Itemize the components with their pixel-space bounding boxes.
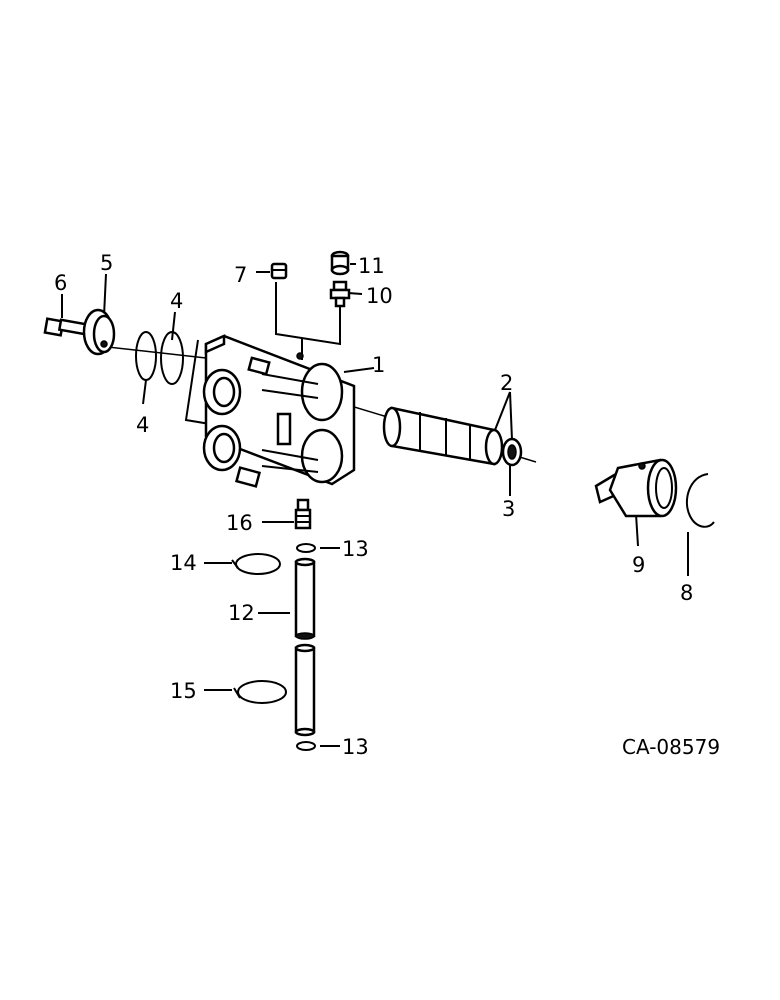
seal-ring-4a bbox=[135, 331, 157, 381]
leader-10 bbox=[347, 292, 363, 295]
leader-5 bbox=[103, 273, 107, 317]
detent-housing-9 bbox=[594, 458, 678, 518]
callout-4-upper: 4 bbox=[170, 289, 183, 313]
fitting-16 bbox=[294, 498, 312, 530]
end-cap-5 bbox=[82, 308, 116, 356]
leader-7-10-bracket bbox=[275, 282, 341, 346]
plug-7 bbox=[270, 262, 288, 280]
o-ring-13-lower bbox=[296, 741, 316, 751]
callout-2: 2 bbox=[500, 371, 513, 395]
leader-4-lower bbox=[142, 379, 147, 405]
spool-2 bbox=[382, 406, 504, 466]
tube-12-lower bbox=[294, 643, 316, 737]
callout-1: 1 bbox=[372, 353, 385, 377]
callout-15: 15 bbox=[170, 679, 197, 703]
callout-10: 10 bbox=[366, 284, 393, 308]
leader-2b bbox=[509, 391, 513, 441]
callout-9: 9 bbox=[632, 553, 645, 577]
ring-3 bbox=[501, 437, 523, 467]
fitting-10 bbox=[329, 280, 351, 308]
leader-4-upper bbox=[171, 311, 176, 341]
callout-14: 14 bbox=[170, 551, 197, 575]
callout-4-lower: 4 bbox=[136, 413, 149, 437]
clamp-15 bbox=[233, 680, 287, 704]
leader-4-bracket bbox=[184, 339, 211, 425]
callout-11: 11 bbox=[358, 254, 385, 278]
callout-16: 16 bbox=[226, 511, 253, 535]
tube-12-upper bbox=[294, 557, 316, 640]
drawing-code: CA-08579 bbox=[622, 735, 720, 759]
clamp-14 bbox=[231, 553, 281, 575]
callout-7: 7 bbox=[234, 263, 247, 287]
bolt-6 bbox=[43, 317, 89, 337]
cap-11 bbox=[330, 250, 350, 276]
callout-13-upper: 13 bbox=[342, 537, 369, 561]
o-ring-13-upper bbox=[296, 543, 316, 553]
leader-1 bbox=[343, 367, 375, 373]
snap-ring-8 bbox=[685, 473, 715, 528]
leader-9 bbox=[635, 513, 639, 547]
callout-5: 5 bbox=[100, 251, 113, 275]
leader-lines bbox=[61, 263, 689, 747]
callout-13-lower: 13 bbox=[342, 735, 369, 759]
callout-6: 6 bbox=[54, 271, 67, 295]
seal-ring-4b bbox=[160, 331, 184, 385]
leader-2a bbox=[494, 391, 511, 431]
callout-8: 8 bbox=[680, 581, 693, 605]
callout-3: 3 bbox=[502, 497, 515, 521]
valve-body-1 bbox=[202, 334, 356, 488]
callout-12: 12 bbox=[228, 601, 255, 625]
